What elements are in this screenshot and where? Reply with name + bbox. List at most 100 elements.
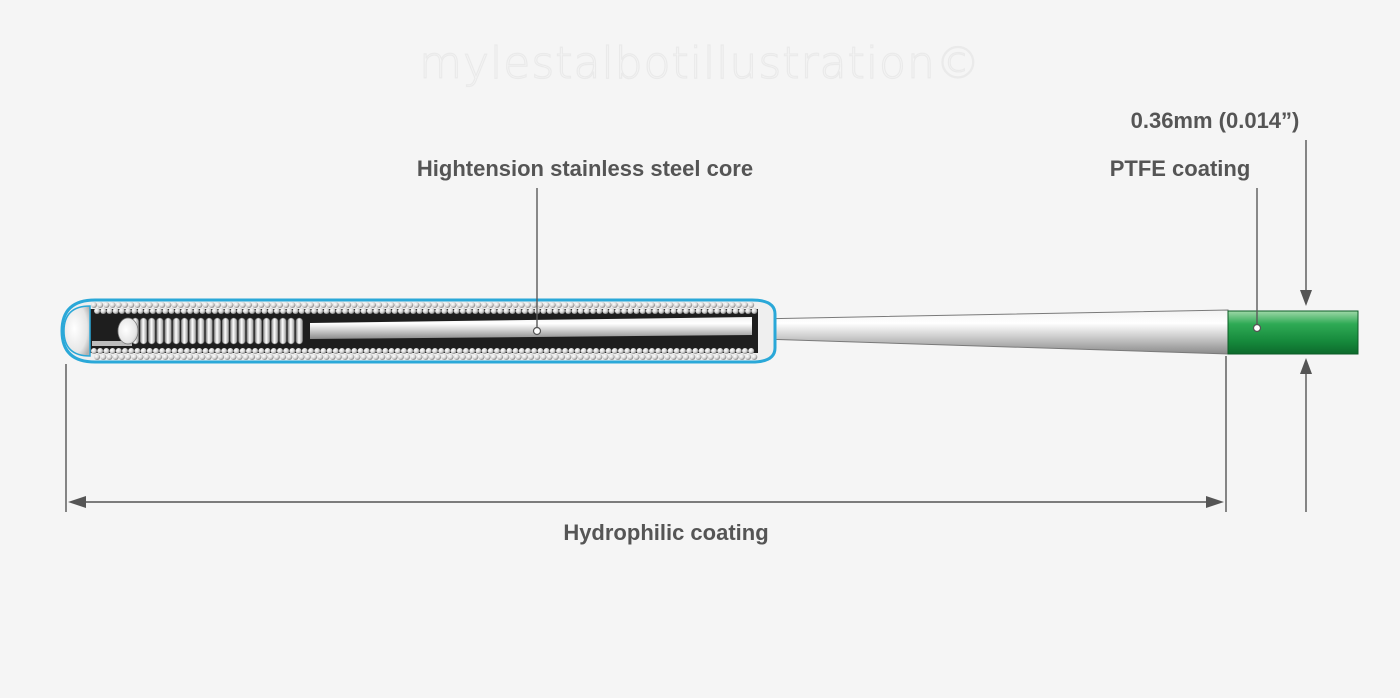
- coil-bead: [112, 354, 119, 360]
- coil-bead: [546, 354, 553, 360]
- coil-bead: [146, 348, 153, 354]
- coil-bead: [187, 354, 194, 360]
- coil-bead: [453, 354, 460, 360]
- coil-bead: [202, 348, 209, 354]
- coil-bead: [695, 354, 702, 360]
- coil-bead: [140, 302, 147, 308]
- coil-bead: [149, 354, 156, 360]
- coil-bead: [304, 308, 311, 314]
- coil-bead: [506, 348, 513, 354]
- coil-bead: [397, 308, 404, 314]
- coil-bead: [714, 308, 721, 314]
- coil-bead: [673, 302, 680, 308]
- coil-bead: [342, 308, 349, 314]
- coil-bead: [565, 354, 572, 360]
- length-arrowhead-right: [1206, 496, 1224, 508]
- inner-core-wire: [310, 317, 752, 339]
- coil-bead: [348, 354, 355, 360]
- coil-bead: [215, 348, 221, 354]
- coil-bead: [255, 354, 262, 360]
- coil-bead: [224, 354, 231, 360]
- coil-turn: [197, 317, 205, 345]
- coil-bead: [261, 308, 268, 314]
- distal-tip: [63, 305, 91, 357]
- coil-bead: [267, 308, 274, 314]
- coil-bead: [143, 308, 150, 314]
- coil-turn: [262, 317, 271, 345]
- coil-bead: [599, 302, 606, 308]
- coil-bead: [301, 302, 308, 308]
- coil-bead: [748, 348, 755, 354]
- coil-bead: [593, 348, 600, 354]
- coil-bead: [373, 308, 380, 314]
- coil-bead: [605, 348, 612, 354]
- coil-bead: [363, 302, 370, 308]
- coil-bead: [171, 302, 178, 308]
- coil-bead: [103, 348, 110, 354]
- coil-bead: [556, 302, 562, 308]
- coil-bead: [580, 302, 587, 308]
- coil-bead: [323, 354, 330, 360]
- coil-bead: [239, 302, 246, 308]
- coil-bead: [174, 354, 181, 360]
- coil-bead: [425, 302, 432, 308]
- coil-bead: [568, 302, 575, 308]
- coil-bead: [289, 302, 296, 308]
- coil-bead: [447, 308, 454, 314]
- coil-bead: [602, 308, 609, 314]
- coil-bead: [748, 302, 755, 308]
- coil-bead: [94, 308, 101, 314]
- coil-bead: [459, 354, 466, 360]
- coil-bead: [574, 302, 581, 308]
- coil-bead: [91, 348, 97, 354]
- coil-bead: [370, 348, 376, 354]
- coil-bead: [357, 302, 364, 308]
- coil-bead: [242, 308, 249, 314]
- tapered-core: [699, 309, 1229, 355]
- coil-bead: [686, 302, 693, 308]
- coil-turn: [172, 317, 180, 345]
- coil-bead: [252, 348, 259, 354]
- coil-bead: [118, 308, 125, 314]
- coil-bead: [652, 354, 659, 360]
- coil-bead: [738, 308, 745, 314]
- coil-bead: [608, 308, 615, 314]
- coil-bead: [546, 308, 553, 314]
- coil-bead: [487, 348, 494, 354]
- ptfe-label: PTFE coating: [1110, 156, 1251, 181]
- coil-bead: [596, 354, 603, 360]
- coil-bead: [521, 308, 528, 314]
- coil-bead: [348, 308, 355, 314]
- coil-bead: [540, 354, 547, 360]
- coil-bead: [469, 348, 476, 354]
- coil-bead: [711, 348, 717, 354]
- coil-bead: [704, 302, 711, 308]
- coil-bead: [543, 302, 550, 308]
- coil-turn: [287, 317, 295, 345]
- coil-bead: [450, 348, 457, 354]
- coil-bead: [376, 348, 383, 354]
- coil-bead: [720, 308, 727, 314]
- coil-bead: [711, 302, 717, 308]
- coil-bead: [664, 308, 671, 314]
- coil-bead: [314, 348, 321, 354]
- coil-bead: [103, 302, 110, 308]
- coil-bead: [676, 354, 683, 360]
- coil-bead: [475, 302, 482, 308]
- coil-bead: [689, 354, 696, 360]
- coil-bead: [726, 354, 733, 360]
- coil-bead: [717, 302, 724, 308]
- coil-bead: [404, 354, 411, 360]
- coil-bead: [211, 354, 218, 360]
- coil-bead: [559, 354, 566, 360]
- coil-bead: [289, 348, 296, 354]
- coil-bead: [494, 302, 500, 308]
- ptfe-leader-dot: [1252, 323, 1262, 333]
- coil-turn: [180, 317, 189, 345]
- coil-bead: [366, 354, 373, 360]
- core-label: Hightension stainless steel core: [417, 156, 753, 181]
- coil-bead: [373, 354, 380, 360]
- diameter-arrowhead-top: [1300, 290, 1312, 306]
- coil-bead: [134, 348, 141, 354]
- coil-bead: [580, 348, 587, 354]
